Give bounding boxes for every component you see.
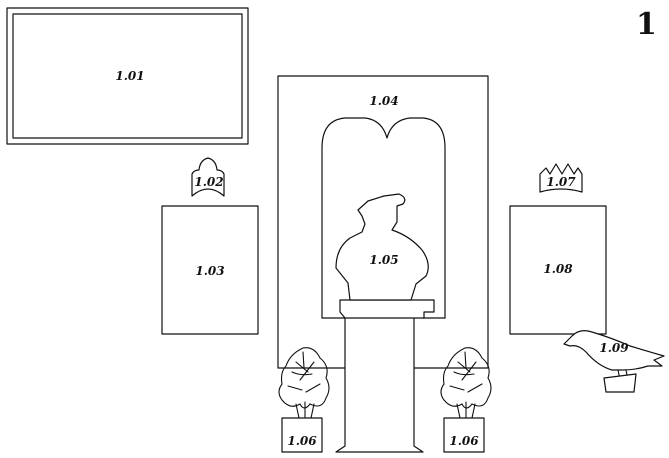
painting-large: 1.01 (6, 7, 249, 145)
label-plant-right: 1.06 (449, 434, 479, 448)
crest-right: 1.07 (539, 163, 583, 193)
painting-left: 1.03 (161, 205, 259, 335)
painting-right: 1.08 (509, 205, 607, 335)
plant-right: 1.06 (440, 347, 492, 453)
pedestal (335, 299, 435, 453)
label-painting-large: 1.01 (115, 69, 144, 83)
label-plant-left: 1.06 (287, 434, 317, 448)
label-crest-left: 1.02 (194, 175, 223, 189)
label-bust: 1.05 (369, 253, 398, 267)
label-niche: 1.04 (369, 94, 398, 108)
bust: 1.05 (335, 193, 429, 301)
label-crest-right: 1.07 (546, 175, 576, 189)
wall-number: 1 (636, 7, 657, 42)
label-painting-right: 1.08 (543, 262, 573, 276)
label-bird: 1.09 (599, 341, 629, 355)
label-painting-left: 1.03 (195, 264, 224, 278)
plant-left: 1.06 (278, 347, 330, 453)
bird: 1.09 (563, 330, 665, 393)
crest-left: 1.02 (191, 157, 225, 197)
